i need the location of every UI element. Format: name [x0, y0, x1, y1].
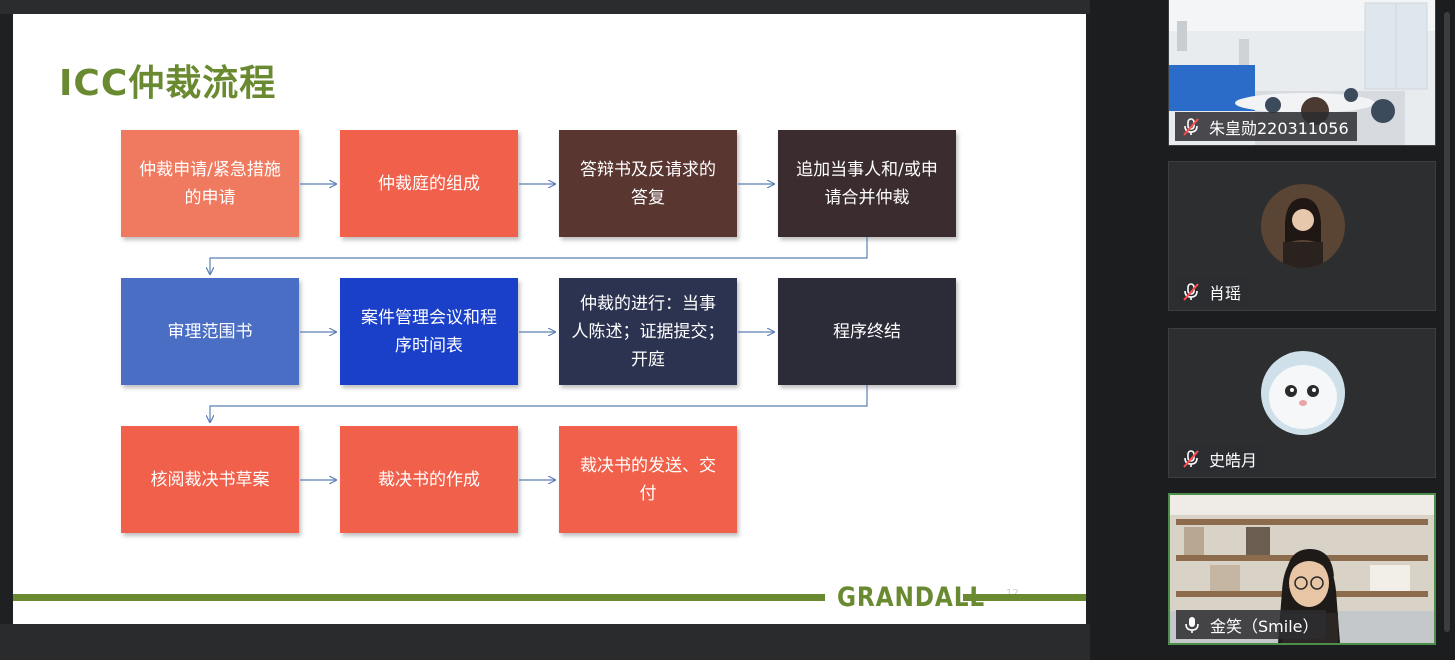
screen-bottom-bar — [0, 624, 1090, 660]
participant-tile[interactable]: 朱皇勋220311056 — [1168, 0, 1436, 146]
shared-slide: ICC仲裁流程 仲裁申请/紧急措施 的申请 仲裁庭的组成 答辩书及反请求的 答复… — [13, 14, 1086, 624]
flow-step-answer-counterclaim: 答辩书及反请求的 答复 — [559, 130, 737, 237]
participant-tile-active[interactable]: 金笑（Smile） — [1168, 493, 1436, 645]
flow-step-award-delivery: 裁决书的发送、交 付 — [559, 426, 737, 533]
participant-name: 金笑（Smile） — [1210, 616, 1319, 636]
avatar — [1261, 351, 1345, 435]
flow-step-arbitration-request: 仲裁申请/紧急措施 的申请 — [121, 130, 299, 237]
arrow-4-5 — [210, 237, 868, 274]
participant-name: 肖瑶 — [1209, 283, 1242, 303]
footer-divider-right — [963, 594, 1086, 601]
screen-top-bar — [0, 0, 1090, 14]
participant-name-tag: 肖瑶 — [1175, 277, 1250, 306]
participant-name-tag: 史皓月 — [1175, 444, 1266, 473]
flow-step-terms-of-reference: 审理范围书 — [121, 278, 299, 385]
participant-name-tag: 金笑（Smile） — [1176, 610, 1327, 639]
flow-step-closing: 程序终结 — [778, 278, 956, 385]
flow-step-award-making: 裁决书的作成 — [340, 426, 518, 533]
flow-step-joinder-consolidation: 追加当事人和/或申 请合并仲裁 — [778, 130, 956, 237]
participant-name-tag: 朱皇勋220311056 — [1175, 112, 1357, 141]
arrow-8-9 — [210, 385, 868, 422]
mic-icon — [1180, 613, 1204, 637]
mic-muted-icon — [1179, 115, 1203, 139]
mic-muted-icon — [1179, 447, 1203, 471]
flow-step-proceedings: 仲裁的进行：当事 人陈述；证据提交； 开庭 — [559, 278, 737, 385]
panel-scrollbar-thumb[interactable] — [1444, 12, 1450, 632]
mic-muted-icon — [1179, 280, 1203, 304]
participant-name: 朱皇勋220311056 — [1209, 118, 1349, 138]
flow-step-case-management: 案件管理会议和程 序时间表 — [340, 278, 518, 385]
participant-tile[interactable]: 肖瑶 — [1168, 161, 1436, 311]
flow-step-tribunal-composition: 仲裁庭的组成 — [340, 130, 518, 237]
page-number: 12 — [1006, 588, 1019, 599]
avatar — [1261, 184, 1345, 268]
grandall-logo: GRANDALL — [837, 582, 986, 613]
flow-step-award-scrutiny: 核阅裁决书草案 — [121, 426, 299, 533]
participant-name: 史皓月 — [1209, 450, 1258, 470]
participant-tile[interactable]: 史皓月 — [1168, 328, 1436, 478]
footer-divider-left — [13, 594, 825, 601]
slide-title: ICC仲裁流程 — [59, 63, 277, 104]
